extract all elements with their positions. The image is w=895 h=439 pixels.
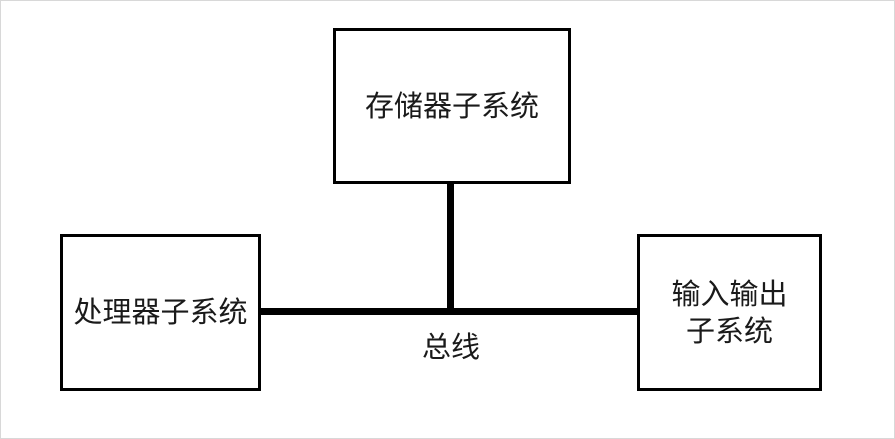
- io-subsystem-label-line2: 子系统: [685, 313, 773, 348]
- storage-subsystem-box: 存储器子系统: [333, 28, 571, 184]
- io-subsystem-label-line1: 输入输出: [671, 277, 788, 312]
- bus-line-vertical: [447, 184, 454, 312]
- bus-label: 总线: [421, 330, 480, 364]
- bus-line-horizontal: [261, 308, 637, 315]
- processor-subsystem-box: 处理器子系统: [60, 234, 261, 391]
- processor-subsystem-label: 处理器子系统: [73, 295, 248, 330]
- io-subsystem-box: 输入输出 子系统: [637, 234, 822, 391]
- storage-subsystem-label: 存储器子系统: [364, 88, 539, 123]
- io-subsystem-label: 输入输出 子系统: [671, 276, 787, 349]
